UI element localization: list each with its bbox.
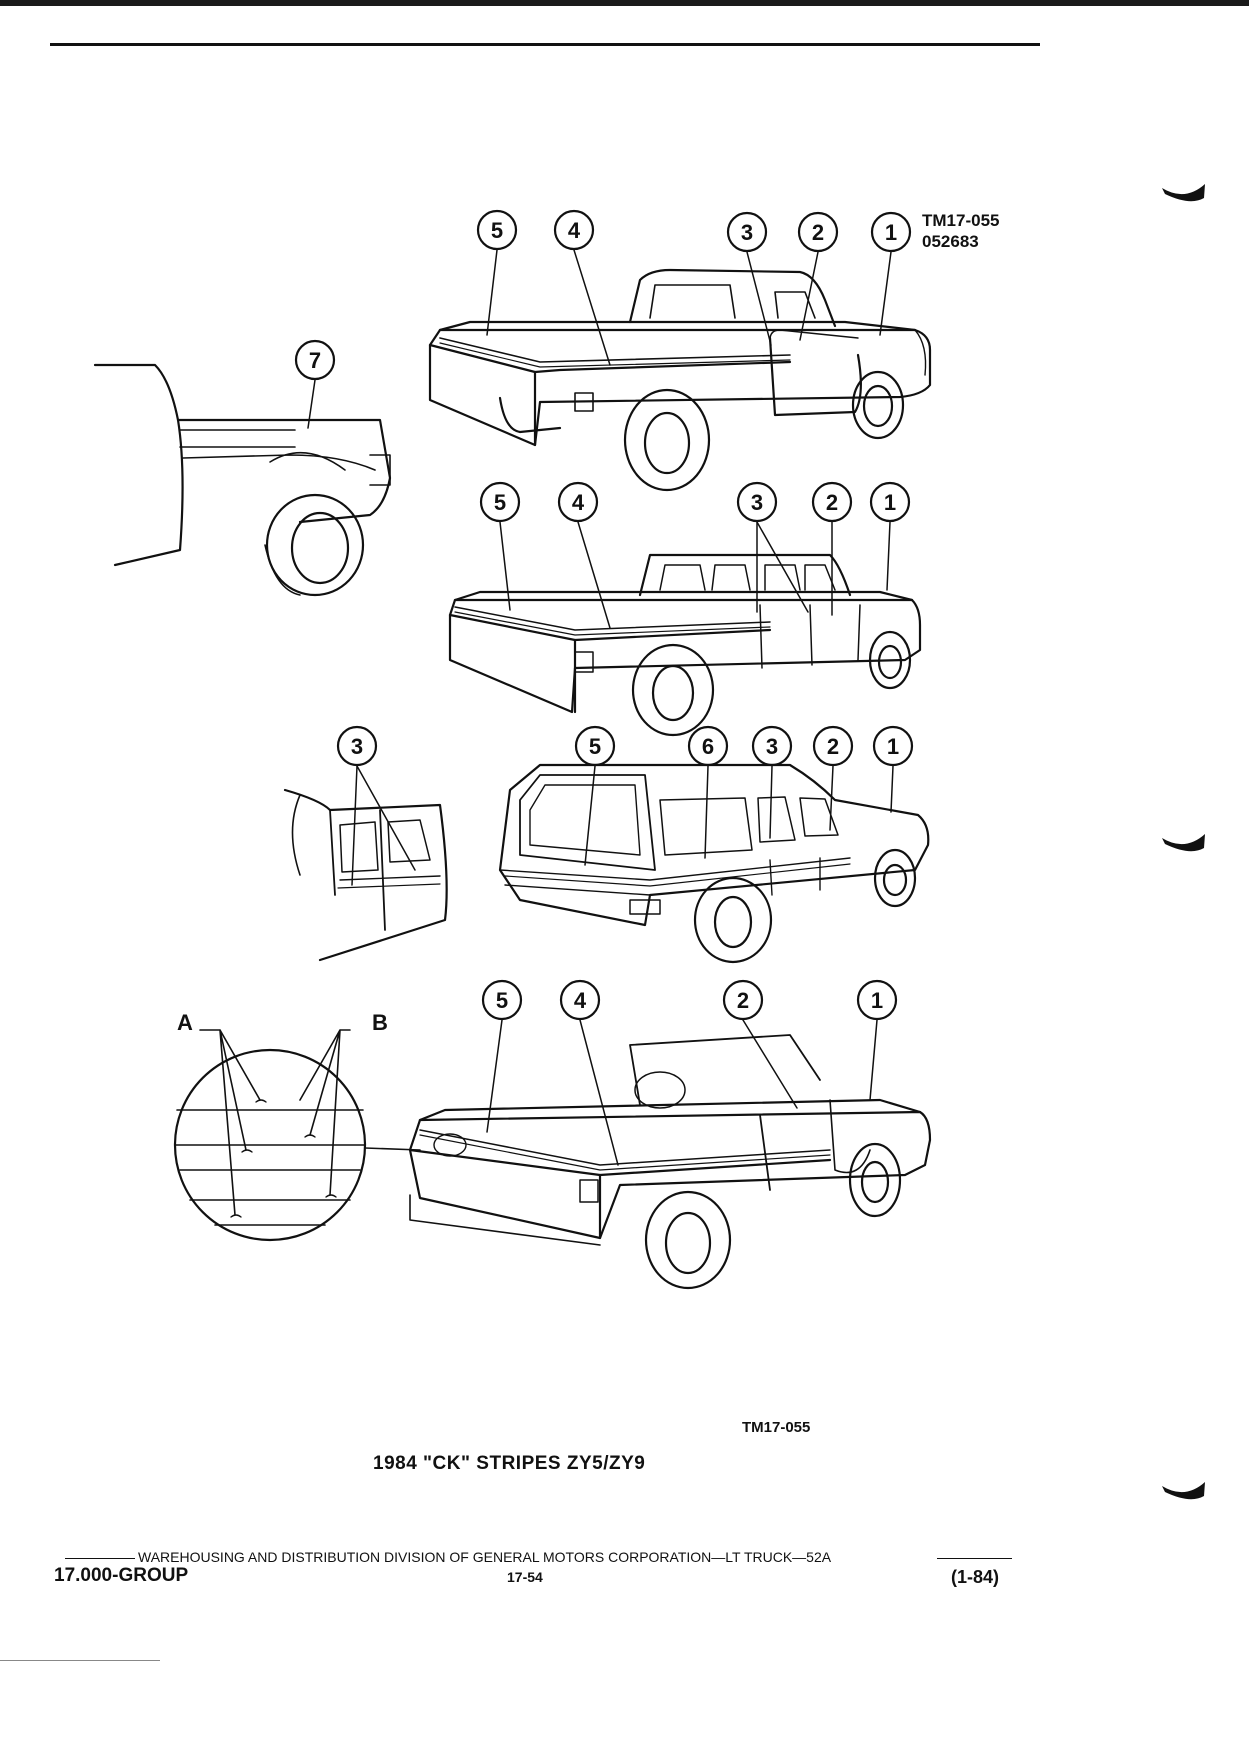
- callout-3: 3: [766, 734, 778, 759]
- callout-4: 4: [572, 490, 585, 515]
- callout-4: 4: [574, 988, 587, 1013]
- scan-artifact-line: [0, 1660, 160, 1661]
- figure-ref-bottom: TM17-055: [742, 1419, 811, 1436]
- callout-5: 5: [494, 490, 506, 515]
- callout-2: 2: [812, 220, 824, 245]
- header-rule: [50, 43, 1040, 46]
- door-stripe-detail: [283, 788, 448, 962]
- callout-2: 2: [827, 734, 839, 759]
- callout-leaders: [307, 249, 894, 1166]
- callout-7: 7: [309, 348, 321, 373]
- detail-label-b: B: [372, 1010, 388, 1035]
- truck-crew-cab-pickup: [448, 553, 922, 737]
- footer-rule-right: [937, 1558, 1012, 1559]
- figure-caption: 1984 "CK" STRIPES ZY5/ZY9: [373, 1453, 646, 1474]
- footer-date: (1-84): [951, 1567, 1000, 1587]
- figure-ref-code-sub: 052683: [922, 232, 979, 251]
- footer-page-number: 17-54: [507, 1569, 543, 1585]
- stripe-magnifier-detail: [173, 1029, 421, 1242]
- truck-suburban: [498, 763, 930, 964]
- callout-1: 1: [885, 220, 897, 245]
- callout-6: 6: [702, 734, 714, 759]
- callout-5: 5: [496, 988, 508, 1013]
- figure-ref-code: TM17-055 052683: [922, 210, 999, 252]
- callout-3: 3: [751, 490, 763, 515]
- detail-label-a: A: [177, 1010, 193, 1035]
- callout-5: 5: [491, 218, 503, 243]
- callout-4: 4: [568, 218, 581, 243]
- callout-3: 3: [351, 734, 363, 759]
- callout-2: 2: [826, 490, 838, 515]
- callout-circles: [294, 209, 914, 1021]
- rear-fender-detail: [93, 363, 392, 597]
- callout-1: 1: [884, 490, 896, 515]
- figure-ref-code-main: TM17-055: [922, 211, 1000, 230]
- scan-top-band: [0, 0, 1249, 6]
- callout-2: 2: [737, 988, 749, 1013]
- callout-1: 1: [871, 988, 883, 1013]
- truck-convertible-pickup: [408, 1034, 932, 1290]
- footer-publisher-line: WAREHOUSING AND DISTRIBUTION DIVISION OF…: [138, 1549, 832, 1565]
- footer-group: 17.000-GROUP: [54, 1565, 189, 1586]
- truck-regular-cab-pickup: [428, 268, 932, 492]
- punch-mark-middle: [1162, 834, 1205, 852]
- callout-3: 3: [741, 220, 753, 245]
- callout-5: 5: [589, 734, 601, 759]
- callout-1: 1: [887, 734, 899, 759]
- footer-rule-left: [65, 1558, 135, 1559]
- punch-mark-top: [1162, 184, 1205, 202]
- punch-mark-bottom: [1162, 1482, 1205, 1500]
